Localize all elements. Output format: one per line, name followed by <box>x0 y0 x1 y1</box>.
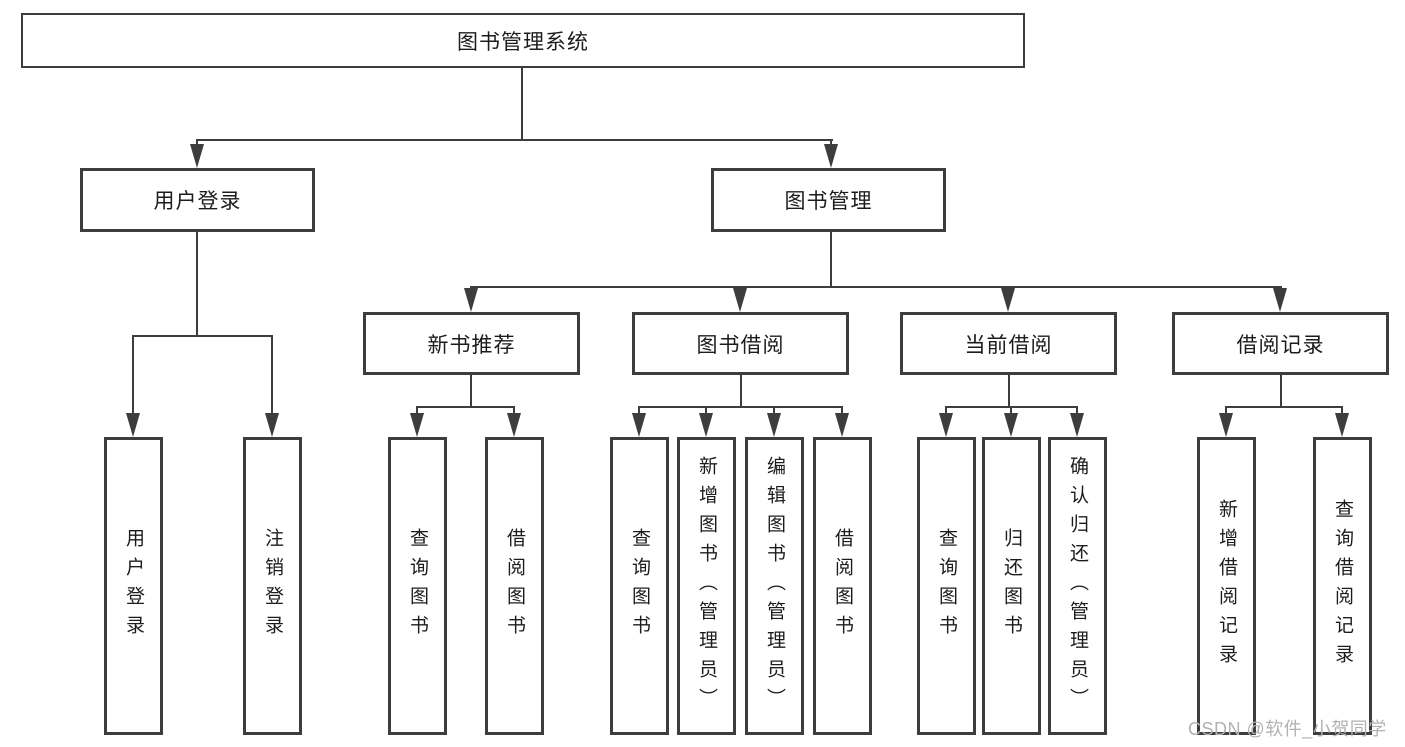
leaf-borrow-add-admin-label: 新增图书（管理员） <box>696 455 717 717</box>
connector-line <box>1008 375 1010 408</box>
leaf-logout-label: 注销登录 <box>262 528 283 644</box>
node-new-book-recommend-label: 新书推荐 <box>427 333 516 357</box>
node-new-book-recommend: 新书推荐 <box>363 312 580 375</box>
node-book-management: 图书管理 <box>711 168 946 232</box>
connector-line <box>1225 406 1227 416</box>
connector-line <box>841 406 843 416</box>
connector-line <box>196 232 198 337</box>
node-current-borrow: 当前借阅 <box>900 312 1117 375</box>
connector-line <box>639 406 843 408</box>
connector-line <box>471 286 1281 288</box>
leaf-borrow-edit-admin-label: 编辑图书（管理员） <box>764 455 785 717</box>
arrowhead-down <box>824 144 838 168</box>
leaf-current-confirm-admin-label: 确认归还（管理员） <box>1067 455 1088 717</box>
node-current-borrow-label: 当前借阅 <box>964 333 1053 357</box>
csdn-watermark: CSDN @软件_小贺同学 <box>1188 719 1387 739</box>
connector-line <box>830 139 832 148</box>
leaf-borrow-edit-admin: 编辑图书（管理员） <box>745 437 804 735</box>
node-book-borrow: 图书借阅 <box>632 312 849 375</box>
connector-line <box>945 406 947 416</box>
connector-line <box>196 139 198 148</box>
connector-line <box>271 335 273 417</box>
arrowhead-down <box>1219 413 1233 437</box>
connector-line <box>705 406 707 416</box>
arrowhead-down <box>939 413 953 437</box>
connector-line <box>1226 406 1343 408</box>
leaf-current-query-label: 查询图书 <box>936 528 957 644</box>
arrowhead-down <box>126 413 140 437</box>
node-book-borrow-label: 图书借阅 <box>696 333 785 357</box>
arrowhead-down <box>1335 413 1349 437</box>
connector-line <box>638 406 640 416</box>
leaf-newbook-borrow: 借阅图书 <box>485 437 544 735</box>
leaf-record-query: 查询借阅记录 <box>1313 437 1372 735</box>
connector-line <box>1341 406 1343 416</box>
arrowhead-down <box>190 144 204 168</box>
arrowhead-down <box>464 288 478 312</box>
connector-line <box>1010 406 1012 416</box>
leaf-record-add-label: 新增借阅记录 <box>1216 499 1237 673</box>
node-borrow-record: 借阅记录 <box>1172 312 1389 375</box>
node-user-login: 用户登录 <box>80 168 315 232</box>
leaf-current-query: 查询图书 <box>917 437 976 735</box>
connector-line <box>1076 406 1078 416</box>
node-book-management-label: 图书管理 <box>784 190 873 213</box>
connector-line <box>416 406 418 416</box>
leaf-current-confirm-admin: 确认归还（管理员） <box>1048 437 1107 735</box>
connector-line <box>1280 375 1282 408</box>
node-borrow-record-label: 借阅记录 <box>1236 333 1325 357</box>
arrowhead-down <box>835 413 849 437</box>
arrowhead-down <box>1070 413 1084 437</box>
arrowhead-down <box>632 413 646 437</box>
connector-line <box>773 406 775 416</box>
leaf-current-return-label: 归还图书 <box>1001 528 1022 644</box>
leaf-newbook-borrow-label: 借阅图书 <box>504 528 525 644</box>
connector-line <box>513 406 515 416</box>
node-system-root: 图书管理系统 <box>21 13 1025 68</box>
arrowhead-down <box>507 413 521 437</box>
leaf-logout: 注销登录 <box>243 437 302 735</box>
node-user-login-label: 用户登录 <box>153 190 242 213</box>
leaf-record-query-label: 查询借阅记录 <box>1332 499 1353 673</box>
arrowhead-down <box>767 413 781 437</box>
connector-line <box>830 232 832 288</box>
arrowhead-down <box>699 413 713 437</box>
connector-line <box>132 335 134 417</box>
connector-line <box>521 68 523 140</box>
leaf-current-return: 归还图书 <box>982 437 1041 735</box>
connector-line <box>740 375 742 408</box>
node-system-root-label: 图书管理系统 <box>457 30 589 54</box>
leaf-record-add: 新增借阅记录 <box>1197 437 1256 735</box>
connector-line <box>946 406 1078 408</box>
leaf-borrow-query: 查询图书 <box>610 437 669 735</box>
leaf-user-login-label: 用户登录 <box>123 528 144 644</box>
connector-line <box>470 375 472 408</box>
arrowhead-down <box>410 413 424 437</box>
leaf-borrow-book-label: 借阅图书 <box>832 528 853 644</box>
arrowhead-down <box>733 288 747 312</box>
connector-line <box>196 139 833 141</box>
leaf-borrow-query-label: 查询图书 <box>629 528 650 644</box>
leaf-borrow-book: 借阅图书 <box>813 437 872 735</box>
leaf-newbook-query-label: 查询图书 <box>407 528 428 644</box>
leaf-newbook-query: 查询图书 <box>388 437 447 735</box>
arrowhead-down <box>1001 288 1015 312</box>
leaf-borrow-add-admin: 新增图书（管理员） <box>677 437 736 735</box>
arrowhead-down <box>1273 288 1287 312</box>
leaf-user-login: 用户登录 <box>104 437 163 735</box>
arrowhead-down <box>265 413 279 437</box>
connector-line <box>132 335 273 337</box>
arrowhead-down <box>1004 413 1018 437</box>
connector-line <box>417 406 515 408</box>
